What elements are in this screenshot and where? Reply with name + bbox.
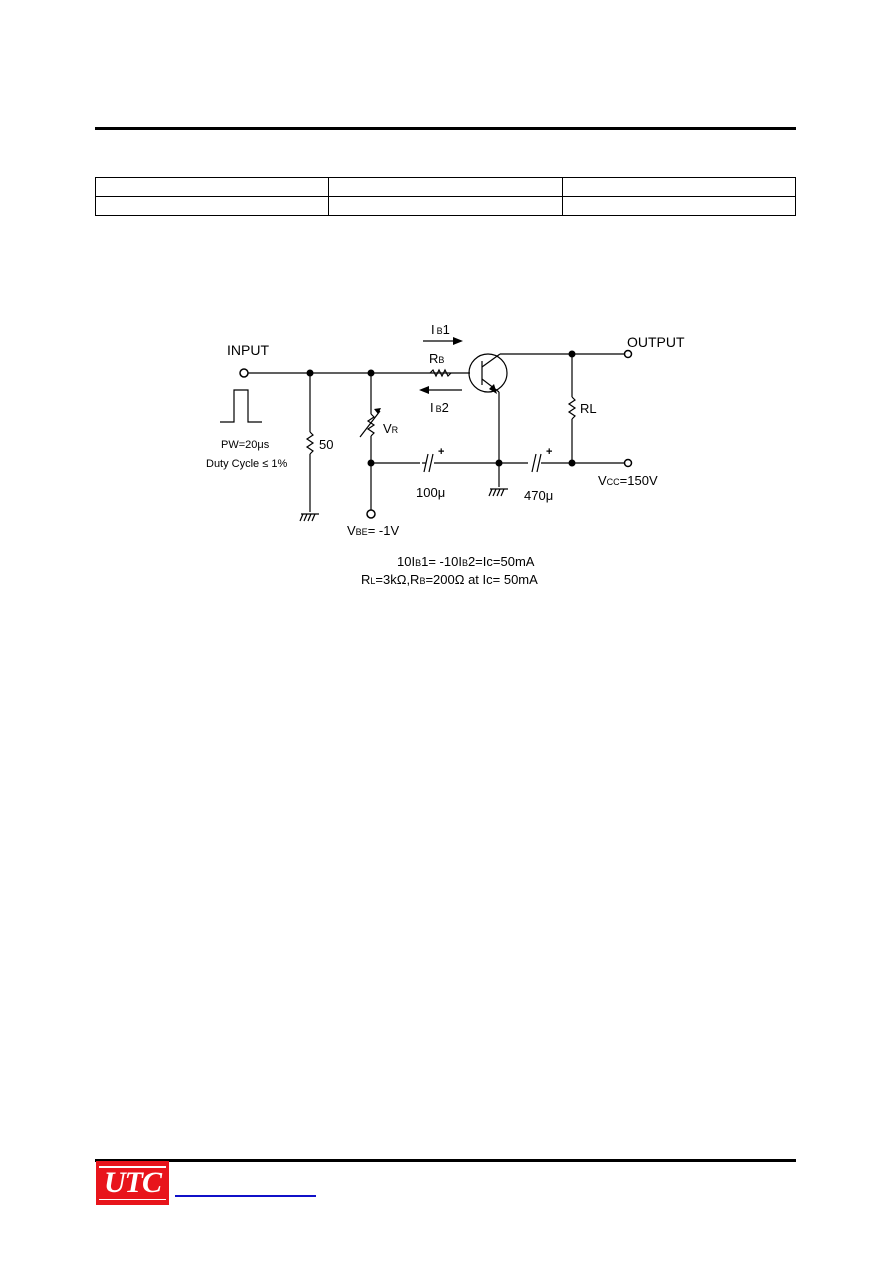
utc-logo: UTC — [96, 1161, 169, 1205]
resistor-equation: RL=3kΩ,RB=200Ω at Ic= 50mA — [361, 572, 538, 587]
vr-label: VR — [383, 421, 399, 436]
table-cell — [94, 196, 330, 216]
cap-470-label: 470μ — [524, 488, 553, 503]
output-label: OUTPUT — [627, 334, 685, 350]
header-rule — [95, 127, 796, 130]
table-cell — [94, 177, 330, 197]
spec-table — [94, 177, 797, 216]
logo-text: UTC — [104, 1166, 162, 1199]
vcc-label: VCC=150V — [598, 473, 658, 488]
r50-label: 50 — [319, 437, 333, 452]
table-cell — [561, 177, 797, 197]
duty-cycle-label: Duty Cycle ≤ 1% — [206, 458, 287, 470]
table-cell — [561, 196, 797, 216]
table-row — [94, 177, 797, 197]
cap-100-label: 100μ — [416, 485, 445, 500]
current-equation: 10IB1= -10IB2=Ic=50mA — [397, 554, 535, 569]
website-link[interactable] — [175, 1195, 316, 1197]
cap-470-plus: + — [546, 446, 552, 458]
footer-rule — [95, 1159, 796, 1162]
rb-label: RB — [429, 351, 444, 366]
table-row — [94, 196, 797, 216]
input-label: INPUT — [227, 342, 269, 358]
pulse-width-label: PW=20μs — [221, 439, 270, 451]
table-cell — [328, 196, 563, 216]
table-cell — [328, 177, 563, 197]
vbe-label: VBE= -1V — [347, 523, 399, 538]
rl-label: RL — [580, 401, 597, 416]
cap-100-plus: + — [438, 446, 444, 458]
